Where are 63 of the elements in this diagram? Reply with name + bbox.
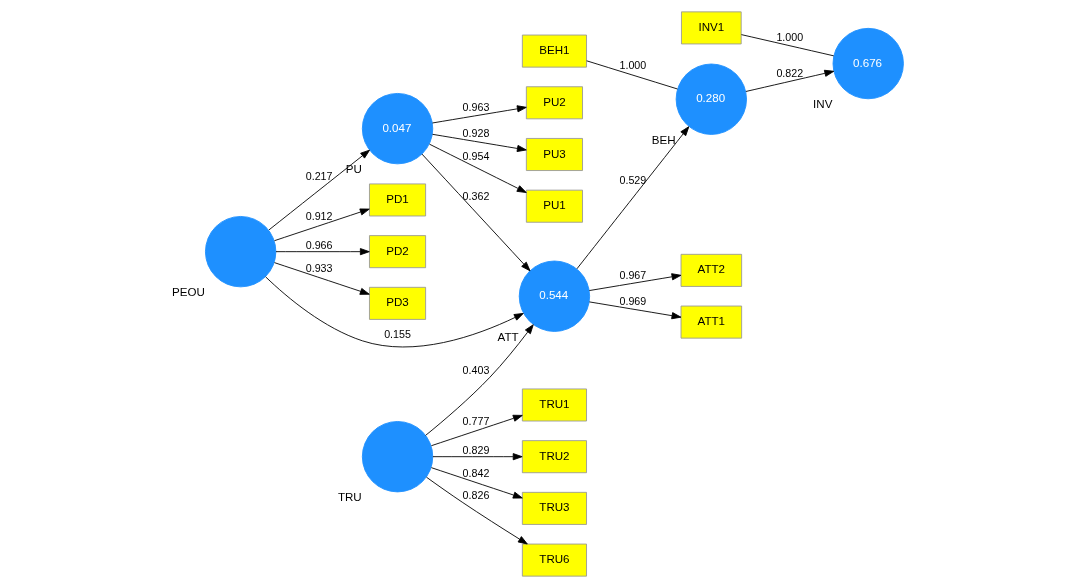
connector	[740, 34, 835, 57]
node-box: PD1	[369, 183, 427, 217]
edge-label: 0.362	[462, 189, 490, 202]
arrow	[265, 276, 524, 348]
arrow	[432, 105, 527, 124]
node-circle	[205, 216, 277, 288]
edge-label: 0.829	[462, 443, 490, 456]
node-label: PEOU	[172, 286, 205, 299]
node-label: PU	[345, 163, 362, 176]
node-box: PD2	[369, 235, 427, 269]
arrow	[432, 133, 527, 152]
arrow	[425, 324, 534, 436]
edge-label: 0.529	[619, 173, 647, 186]
node-box: TRU6	[521, 543, 587, 577]
node-box: PU2	[525, 86, 583, 120]
edge-label: 0.403	[462, 364, 490, 377]
arrow	[430, 414, 523, 447]
arrow	[430, 467, 523, 499]
node-box: TRU3	[521, 491, 587, 525]
node-box: PD3	[369, 286, 427, 320]
node-box: BEH1	[521, 34, 587, 68]
edge-label: 0.963	[462, 101, 490, 114]
edge-label: 0.967	[619, 268, 647, 281]
edge-label: 0.777	[462, 415, 490, 428]
edge-label: 0.217	[305, 169, 333, 182]
connector	[586, 60, 678, 90]
node-circle	[361, 421, 434, 493]
edge-label: 0.928	[462, 127, 490, 140]
node-circle: 0.676	[832, 27, 904, 100]
arrow	[274, 208, 370, 242]
node-label: TRU	[337, 491, 362, 504]
node-label: INV	[813, 98, 833, 111]
edge-label: 0.912	[305, 210, 333, 223]
arrow	[426, 476, 528, 545]
edge-label: 1.000	[776, 30, 804, 43]
arrow	[432, 453, 523, 461]
arrow	[421, 153, 531, 272]
node-label: BEH	[651, 133, 676, 146]
arrow	[588, 301, 682, 320]
edge-label: 0.954	[462, 150, 490, 163]
arrow	[268, 149, 370, 231]
node-box: PU3	[525, 138, 583, 171]
edge-label: 0.969	[619, 294, 647, 307]
arrow	[745, 69, 835, 92]
edge-label: 0.966	[305, 238, 333, 251]
edge-label: 0.826	[462, 489, 490, 502]
node-box: ATT2	[680, 253, 743, 287]
edge-label: 0.842	[462, 466, 490, 479]
node-box: TRU1	[521, 388, 587, 422]
edge-label: 0.822	[776, 66, 804, 79]
node-label: ATT	[497, 330, 519, 343]
edge-label: 0.933	[305, 261, 333, 274]
node-box: TRU2	[521, 440, 587, 474]
arrow	[275, 248, 370, 256]
edge-label: 0.155	[384, 327, 411, 340]
node-box: ATT1	[680, 305, 743, 339]
arrow	[588, 273, 682, 291]
arrow	[429, 143, 527, 193]
arrow	[274, 262, 370, 295]
node-box: INV1	[681, 11, 742, 45]
arrow	[576, 126, 690, 270]
node-box: PU1	[525, 189, 583, 223]
edge-label: 1.000	[619, 59, 647, 72]
